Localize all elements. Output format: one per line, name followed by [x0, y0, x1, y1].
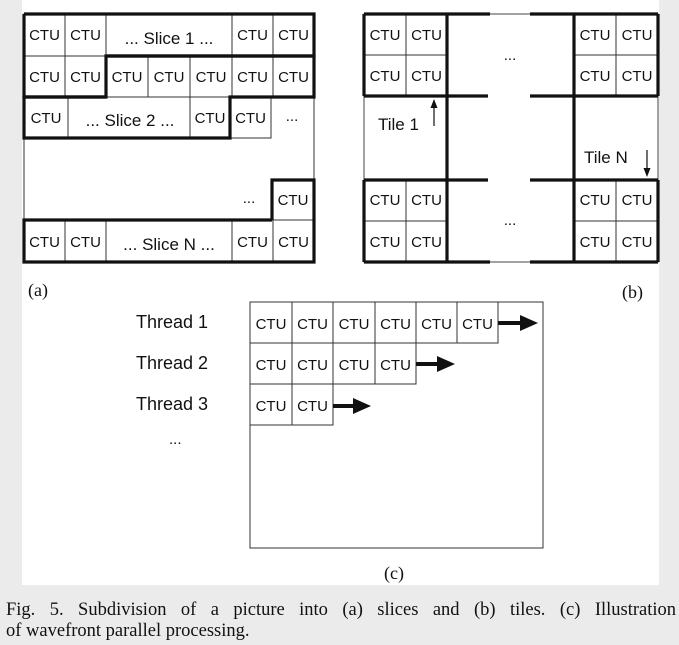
ctu-label: CTU — [256, 398, 287, 415]
ctu-label: CTU — [112, 69, 143, 86]
thread-3-arrow — [333, 398, 371, 414]
ctu-label: CTU — [29, 27, 60, 44]
ctu-label: CTU — [339, 316, 370, 333]
slice-2-label: ... Slice 2 ... — [86, 111, 175, 130]
ctu-label: CTU — [622, 192, 653, 209]
ctu-label: CTU — [195, 110, 226, 127]
ctu-label: CTU — [421, 316, 452, 333]
ctu-label: CTU — [278, 27, 309, 44]
ctu-label: CTU — [622, 68, 653, 85]
tile-n-label: Tile N — [584, 148, 628, 167]
panel-c-label: (c) — [384, 563, 404, 584]
ctu-label: CTU — [411, 192, 442, 209]
ctu-label: CTU — [256, 357, 287, 374]
top-ellipsis: ... — [504, 47, 517, 64]
caption-line-2: of wavefront parallel processing. — [6, 621, 250, 641]
ctu-label: CTU — [278, 69, 309, 86]
ctu-label: CTU — [380, 357, 411, 374]
panel-a-slices: CTU CTU CTU CTU CTU CTU CTU CTU CTU CTU … — [22, 12, 316, 301]
ctu-label: CTU — [29, 69, 60, 86]
caption-line-1: Fig. 5. Subdivision of a picture into (a… — [6, 600, 676, 620]
panel-b-label: (b) — [622, 282, 643, 303]
thread-3-label: Thread 3 — [136, 394, 208, 414]
ctu-label: CTU — [278, 192, 309, 209]
tile-n-arrow — [643, 150, 651, 177]
thread-2-arrow — [416, 356, 455, 372]
ctu-label: CTU — [70, 234, 101, 251]
ctu-label: CTU — [411, 68, 442, 85]
slice-n-label: ... Slice N ... — [123, 235, 215, 254]
tile-1-label: Tile 1 — [378, 115, 419, 134]
thread-1-label: Thread 1 — [136, 312, 208, 332]
ctu-label: CTU — [31, 110, 62, 127]
ctu-label: CTU — [370, 192, 401, 209]
figure-caption: Fig. 5. Subdivision of a picture into (a… — [6, 600, 676, 642]
ctu-label: CTU — [380, 316, 411, 333]
row-ellipsis: ... — [286, 108, 299, 125]
slice-n-boundary — [22, 178, 316, 264]
ctu-label: CTU — [622, 27, 653, 44]
gap-ellipsis: ... — [243, 190, 256, 207]
ctu-label: CTU — [580, 234, 611, 251]
ctu-label: CTU — [154, 69, 185, 86]
panel-a-label: (a) — [28, 280, 48, 301]
ctu-label: CTU — [70, 69, 101, 86]
ctu-label: CTU — [580, 27, 611, 44]
ctu-label: CTU — [370, 68, 401, 85]
ctu-label: CTU — [29, 234, 60, 251]
tile-1-arrow — [430, 99, 438, 126]
ctu-label: CTU — [256, 316, 287, 333]
ctu-label: CTU — [462, 316, 493, 333]
ctu-label: CTU — [235, 110, 266, 127]
more-threads-ellipsis: ... — [169, 431, 182, 448]
ctu-label: CTU — [297, 357, 328, 374]
thread-2-label: Thread 2 — [136, 353, 208, 373]
ctu-label: CTU — [278, 234, 309, 251]
ctu-label: CTU — [580, 192, 611, 209]
ctu-label: CTU — [370, 27, 401, 44]
ctu-label: CTU — [580, 68, 611, 85]
ctu-label: CTU — [237, 69, 268, 86]
ctu-label: CTU — [297, 316, 328, 333]
panel-c-wavefront: CTU CTU CTU CTU CTU CTU CTU CTU CTU CTU … — [136, 301, 544, 584]
ctu-label: CTU — [411, 234, 442, 251]
bottom-ellipsis: ... — [504, 212, 517, 229]
ctu-label: CTU — [370, 234, 401, 251]
ctu-label: CTU — [237, 234, 268, 251]
thread-1-arrow — [498, 315, 538, 331]
panel-b-frame — [363, 13, 659, 263]
ctu-label: CTU — [70, 27, 101, 44]
figure-canvas: CTU CTU CTU CTU CTU CTU CTU CTU CTU CTU … — [22, 12, 660, 584]
slice-2-boundary — [22, 54, 316, 140]
ctu-label: CTU — [339, 357, 370, 374]
ctu-label: CTU — [622, 234, 653, 251]
ctu-label: CTU — [196, 69, 227, 86]
ctu-label: CTU — [411, 27, 442, 44]
ctu-label: CTU — [297, 398, 328, 415]
panel-b-tiles: CTU CTU CTU CTU CTU CTU CTU CTU CTU CTU … — [362, 12, 660, 303]
ctu-label: CTU — [237, 27, 268, 44]
slice-1-label: ... Slice 1 ... — [125, 29, 214, 48]
